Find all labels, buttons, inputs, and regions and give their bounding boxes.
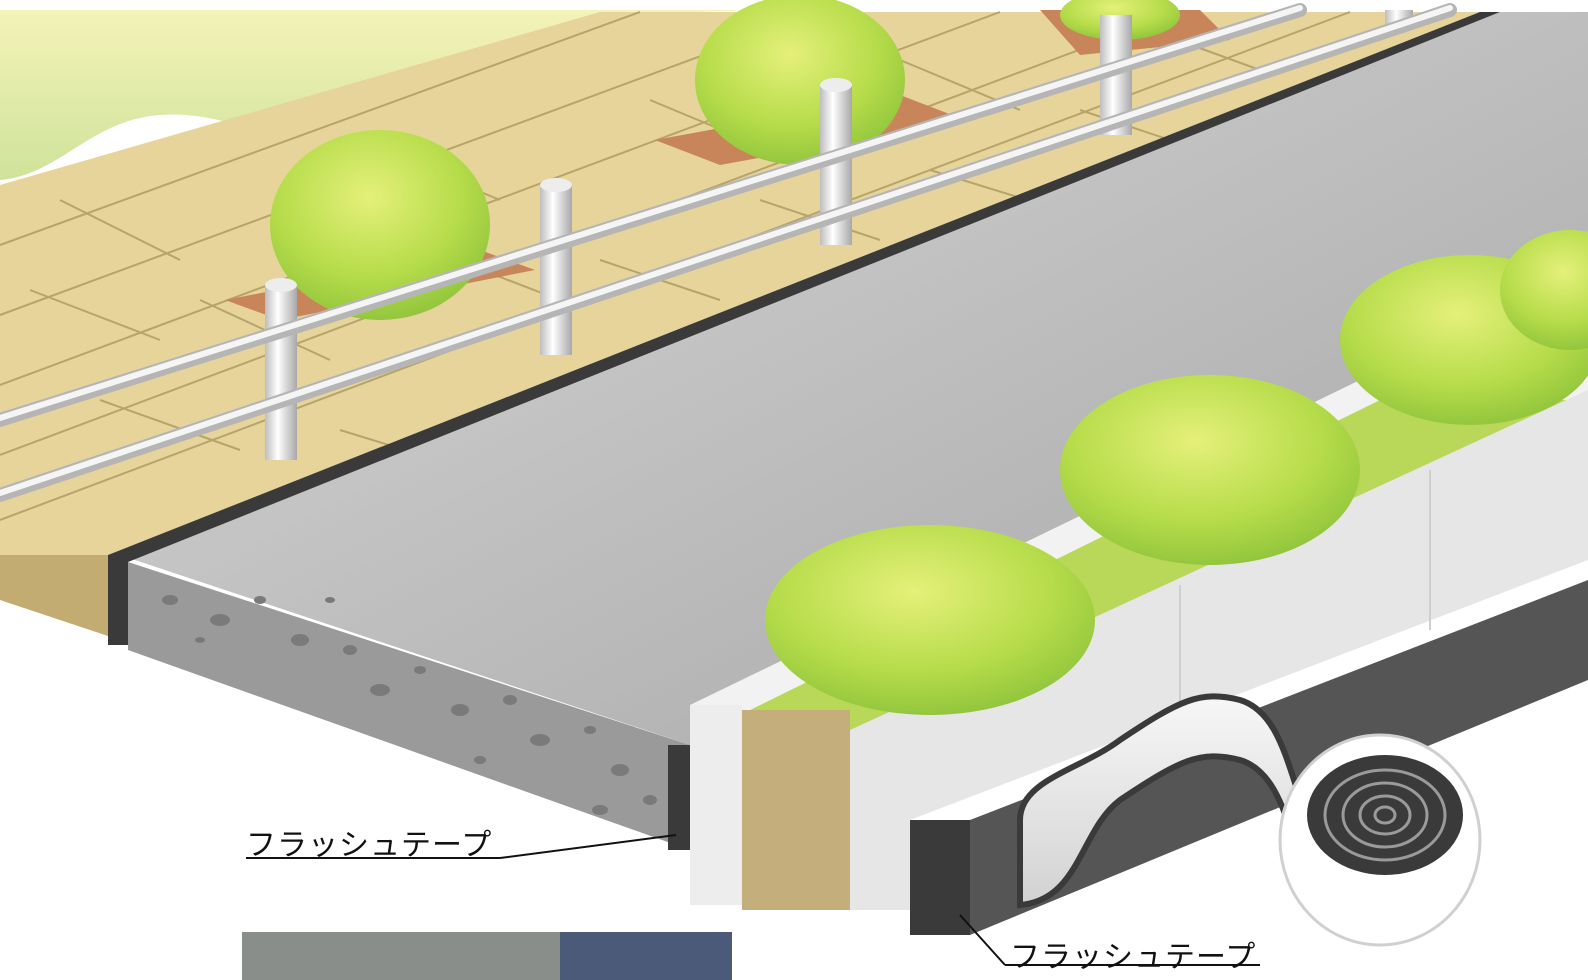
flash-tape-label-right: フラッシュテープ [1010,940,1257,975]
leader-line-left-diag [499,834,677,859]
flash-tape-roll-face [1307,755,1463,875]
flash-tape-curb-base [910,820,970,935]
background-grass [0,10,760,180]
flash-tape-vertical-right [668,745,690,850]
guard-rail-pipes [0,3,1457,502]
curb-front-left [690,705,742,905]
concrete-slab-section [128,562,690,850]
road-surface [120,12,1588,745]
curb-side-face [850,390,1588,910]
flash-tape-label-left: フラッシュテープ [246,828,493,863]
sidewalk-front-face [0,555,120,640]
flash-tape-roll-spiral [1323,768,1447,862]
flash-tape-vertical-left [108,555,128,645]
site-photo-detail [560,932,732,980]
median-shrubs [765,230,1588,715]
curb-soil-section [742,710,850,910]
flash-tape-joint-sidewalk [108,12,1500,562]
aggregate-stones [162,595,657,815]
curb-segment-joints [1179,470,1431,720]
leader-line-right [959,914,1006,966]
